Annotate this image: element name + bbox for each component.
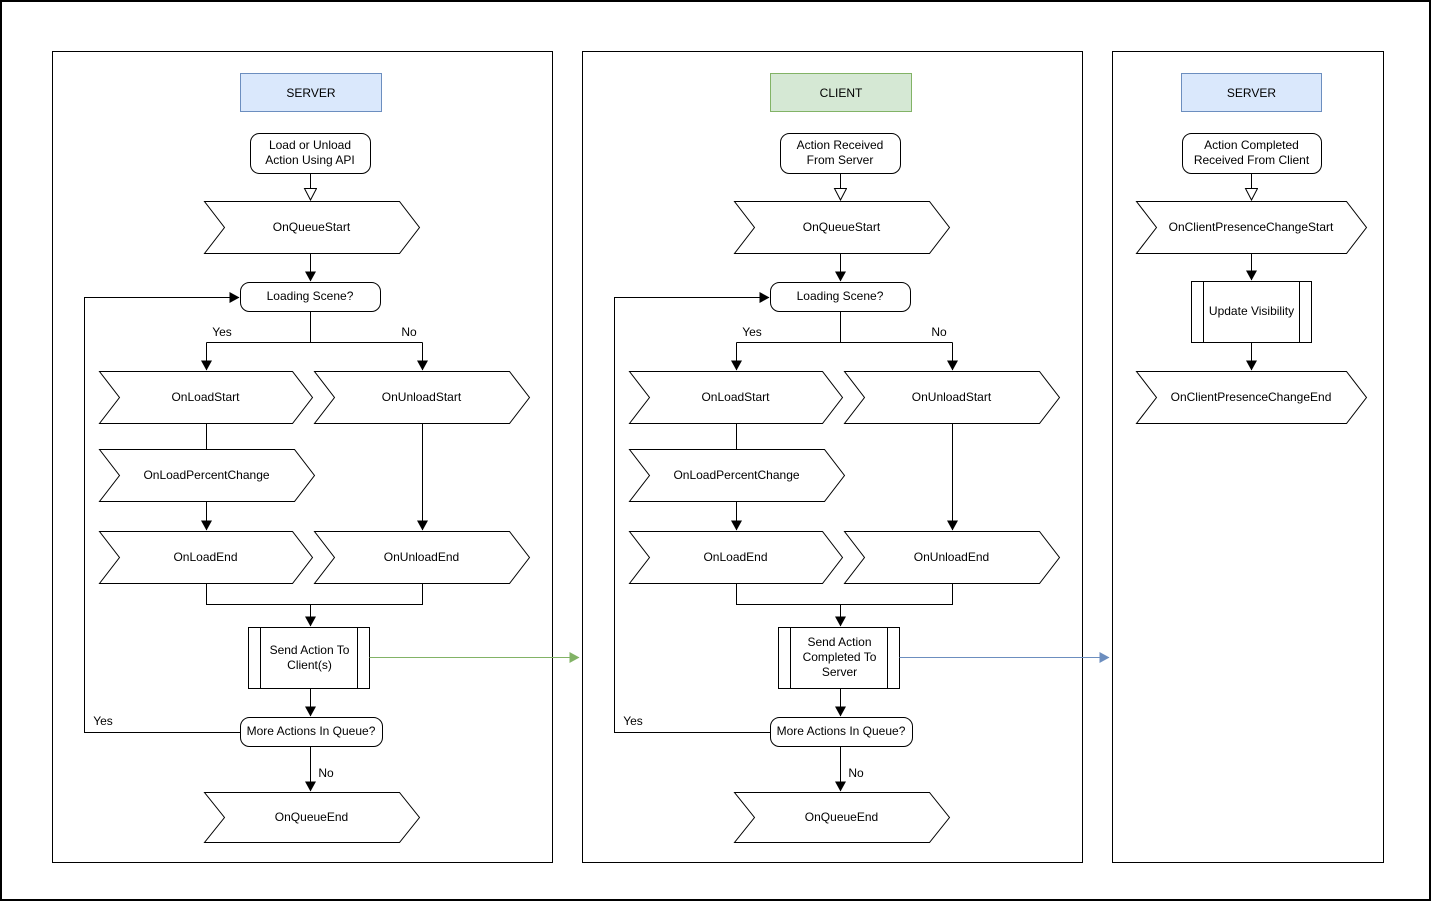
lane2-start-shape — [780, 133, 901, 174]
lane3-start-shape — [1182, 133, 1322, 174]
lane1-onloadstart-shape — [98, 371, 314, 424]
lane2-onqueueend-shape — [733, 792, 951, 843]
lane1-onqueuestart-shape — [203, 201, 421, 254]
lane1-branch-split — [206, 311, 423, 343]
lane3-presencestart-shape — [1135, 201, 1368, 254]
lane2-onloadstart-shape — [628, 371, 844, 424]
lane2-onloadend-shape — [628, 531, 844, 584]
lane2-subprocess-shape — [778, 627, 900, 689]
lane2-onqueuestart-shape — [733, 201, 951, 254]
lane3-update-visibility-shape — [1191, 281, 1312, 343]
lane2-loop-yes-edge — [614, 292, 771, 733]
lane2-onunloadend-shape — [843, 531, 1061, 584]
lane1-loading-scene-shape — [240, 282, 381, 312]
lane2-more-actions-shape — [770, 717, 913, 747]
lane1-subprocess-bars — [260, 627, 358, 689]
lane1-header-server: SERVER — [240, 73, 382, 112]
lane3-header-server: SERVER — [1181, 73, 1322, 112]
lane1-onunloadend-shape — [313, 531, 531, 584]
lane3-presenceend-shape — [1135, 371, 1368, 424]
lane1-onloadend-shape — [98, 531, 314, 584]
lane1-subprocess-shape — [248, 627, 370, 689]
lane2-onloadpercentchange-shape — [628, 449, 846, 502]
lane1-onunloadstart-shape — [313, 371, 531, 424]
lane2-edge-merge-to-subprocess — [736, 583, 953, 627]
lane2-loading-scene-shape — [770, 282, 911, 312]
lane1-loop-yes-edge — [84, 292, 241, 733]
lane2-subprocess-bars — [790, 627, 888, 689]
lane1-onloadpercentchange-shape — [98, 449, 316, 502]
lane1-onqueueend-shape — [203, 792, 421, 843]
lane1-start-shape — [250, 133, 371, 174]
lane3-subprocess-bars — [1203, 281, 1300, 343]
lane2-branch-split — [736, 311, 953, 343]
lane1-more-actions-shape — [240, 717, 383, 747]
lane1-edge-merge-to-subprocess — [206, 583, 423, 627]
server-lane-right — [1112, 51, 1384, 863]
lane2-header-client: CLIENT — [770, 73, 912, 112]
lane2-onunloadstart-shape — [843, 371, 1061, 424]
